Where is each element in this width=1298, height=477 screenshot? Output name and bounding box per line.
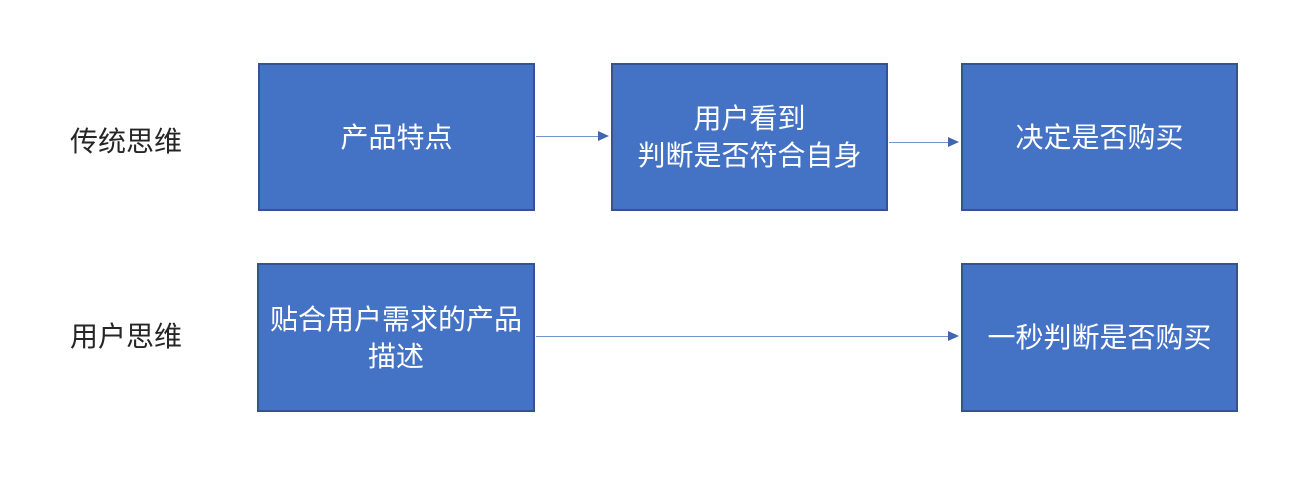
arrow-shaft [889, 142, 951, 143]
box-text-line: 一秒判断是否购买 [987, 322, 1212, 353]
box-user-sees-judges: 用户看到 判断是否符合自身 [611, 63, 888, 211]
box-text-line: 描述 [367, 340, 424, 372]
box-text-line: 贴合用户需求的产品 [269, 303, 522, 335]
flow-arrow-icon [889, 137, 959, 147]
box-text-line: 判断是否符合自身 [637, 140, 862, 171]
box-text-line: 用户看到 [693, 103, 806, 134]
box-text-line: 产品特点 [340, 121, 453, 153]
box-user-need-description: 贴合用户需求的产品 描述 [257, 263, 535, 412]
arrow-head-icon [948, 137, 959, 147]
flow-arrow-icon [536, 131, 609, 141]
box-decide-to-buy: 决定是否购买 [961, 63, 1238, 211]
arrow-shaft [536, 136, 601, 137]
box-text-line: 决定是否购买 [1015, 121, 1184, 153]
arrow-head-icon [948, 331, 959, 341]
flow-arrow-icon [536, 331, 959, 341]
box-product-features: 产品特点 [258, 63, 535, 211]
arrow-head-icon [598, 131, 609, 141]
row-label-user-thinking: 用户思维 [70, 321, 183, 352]
box-one-second-decision: 一秒判断是否购买 [961, 263, 1238, 412]
arrow-shaft [536, 336, 951, 337]
row-label-traditional-thinking: 传统思维 [70, 126, 183, 157]
